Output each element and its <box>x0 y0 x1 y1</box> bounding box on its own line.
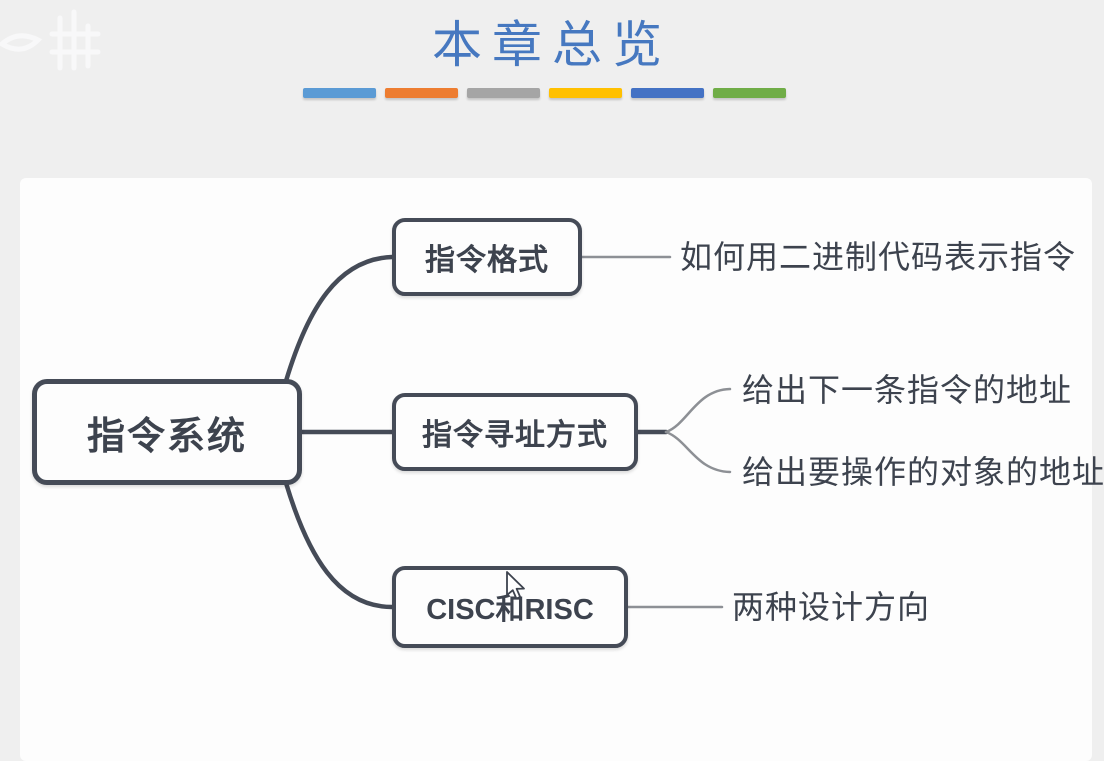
cursor-arrow-icon <box>506 571 525 600</box>
connector-lines <box>283 254 732 610</box>
link-addressing-fork-up <box>664 387 732 434</box>
accent-dash <box>303 88 376 98</box>
accent-dash <box>385 88 458 98</box>
link-addressing-fork-down <box>664 430 732 474</box>
leaf-next-instruction-address: 给出下一条指令的地址 <box>742 372 1073 408</box>
node-instruction-format-label: 指令格式 <box>425 244 549 277</box>
node-instruction-system: 指令系统 <box>32 379 302 485</box>
page-title: 本章总览 <box>432 17 672 73</box>
leaf-operand-address: 给出要操作的对象的地址 <box>742 454 1104 490</box>
accent-dash <box>549 88 622 98</box>
accent-dash <box>631 88 704 98</box>
mindmap-canvas: 指令系统 指令格式 指令寻址方式 CISC和RISC 如何用二进制代码表示指令 … <box>20 178 1104 761</box>
node-addressing-mode-label: 指令寻址方式 <box>422 419 608 452</box>
node-instruction-format: 指令格式 <box>392 218 582 296</box>
link-root-to-cisc <box>283 480 395 610</box>
node-addressing-mode: 指令寻址方式 <box>392 393 638 471</box>
accent-dash <box>467 88 540 98</box>
node-cisc-risc: CISC和RISC <box>392 566 628 648</box>
node-cisc-risc-label: CISC和RISC <box>426 594 594 626</box>
leaf-two-design-directions: 两种设计方向 <box>732 589 931 625</box>
accent-divider <box>303 88 786 98</box>
accent-dash <box>713 88 786 98</box>
node-instruction-system-label: 指令系统 <box>86 415 247 458</box>
link-root-to-format <box>283 254 395 384</box>
leaf-binary-representation: 如何用二进制代码表示指令 <box>680 239 1077 275</box>
